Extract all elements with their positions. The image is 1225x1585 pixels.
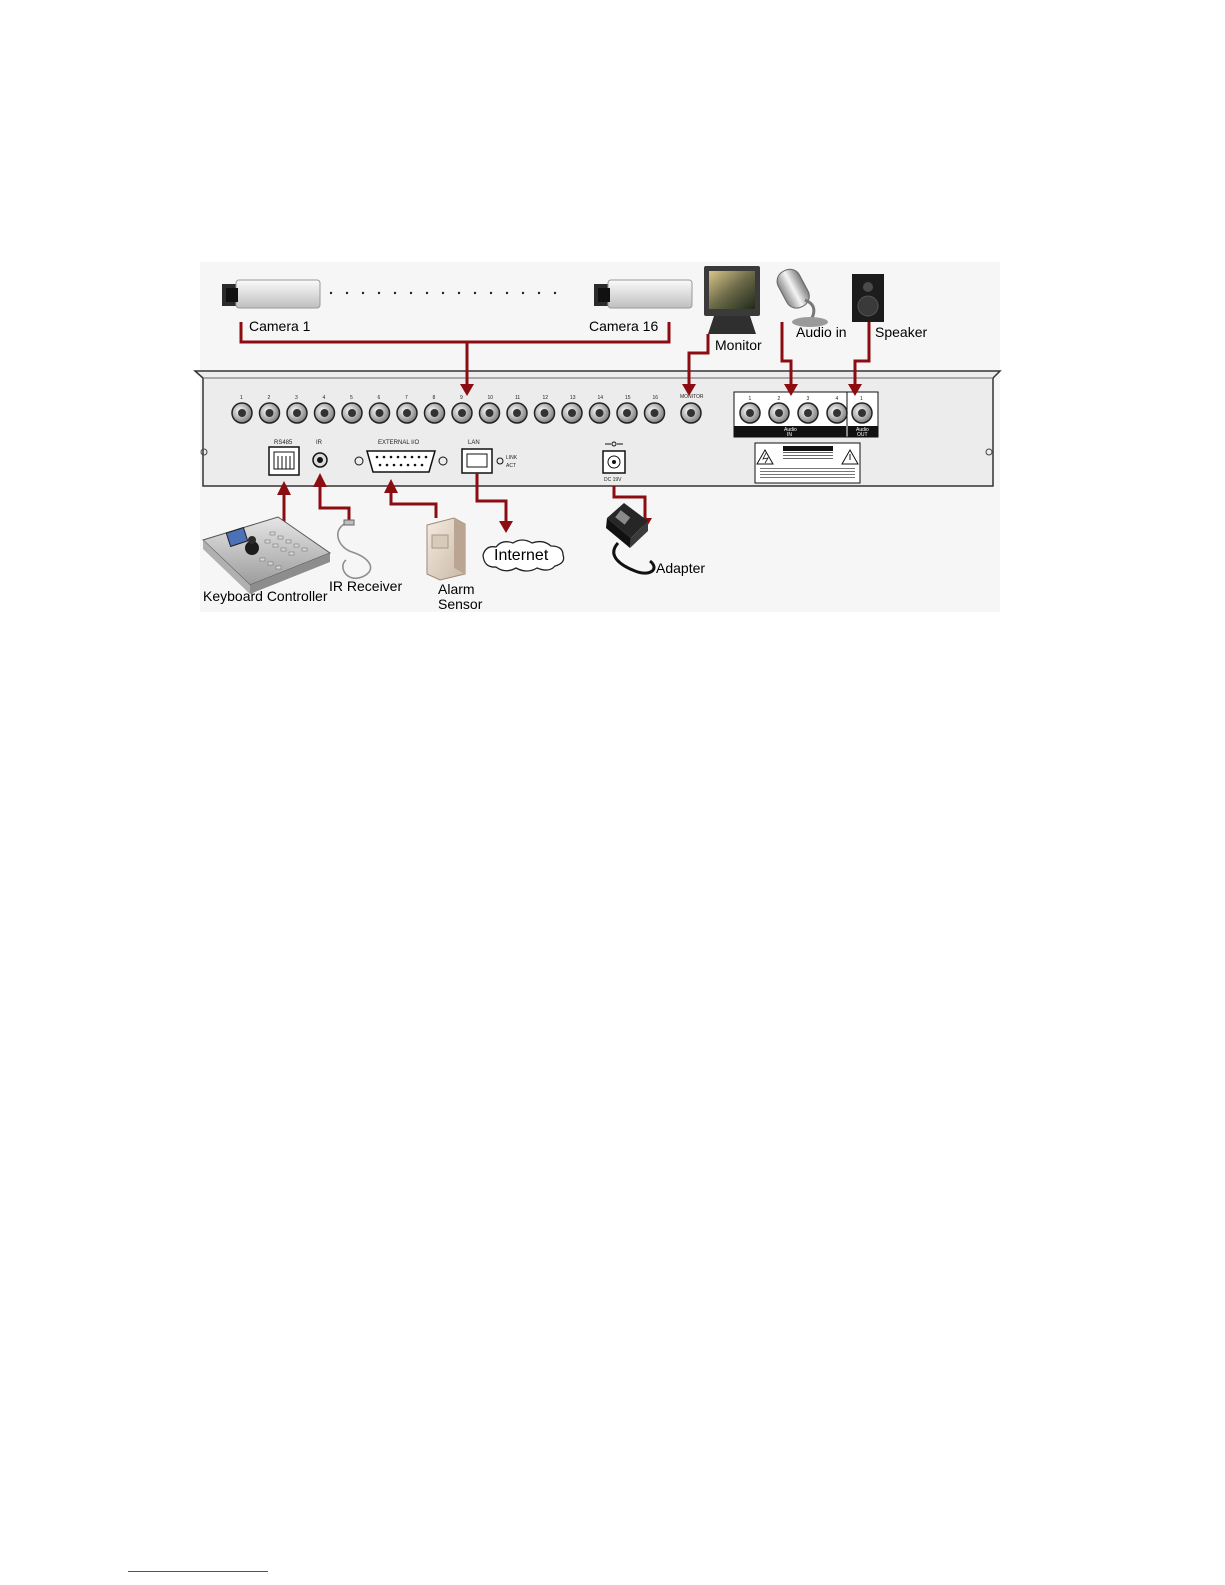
alarm-sensor-icon	[427, 518, 465, 580]
keyboard-controller-label: Keyboard Controller	[203, 588, 328, 604]
camera-1-icon	[222, 280, 320, 308]
audio-out-label-2: OUT	[857, 432, 868, 438]
internet-label: Internet	[494, 547, 549, 564]
camera-16-label: Camera 16	[589, 318, 658, 334]
audio-input-port	[827, 403, 847, 423]
monitor-port-label: MONITOR	[680, 394, 704, 400]
audio-in-label: Audio in	[796, 324, 847, 340]
video-input-number: 8	[433, 395, 436, 401]
video-input-number: 3	[295, 395, 298, 401]
lan-label: LAN	[468, 440, 480, 446]
video-input-port	[590, 403, 610, 423]
ir-port-label: IR	[316, 440, 323, 446]
lan-act-label: ACT	[506, 463, 516, 469]
adapter-label: Adapter	[656, 560, 705, 576]
video-input-number: 6	[378, 395, 381, 401]
video-input-port	[562, 403, 582, 423]
monitor-output-port	[681, 403, 701, 423]
rs485-label: RS485	[274, 440, 293, 446]
dc-power-jack	[603, 451, 625, 473]
audio-input-port	[798, 403, 818, 423]
warning-label	[755, 443, 860, 483]
video-input-port	[617, 403, 637, 423]
video-input-number: 9	[460, 395, 463, 401]
video-input-number: 10	[488, 395, 494, 401]
audio-input-number: 1	[749, 396, 752, 402]
speaker-icon	[852, 274, 884, 322]
audio-input-port	[769, 403, 789, 423]
ir-jack	[313, 453, 327, 467]
audio-input-number: 2	[778, 396, 781, 402]
monitor-icon	[704, 266, 760, 334]
video-input-number: 1	[240, 395, 243, 401]
video-input-port	[260, 403, 280, 423]
video-input-port	[232, 403, 252, 423]
video-input-port	[507, 403, 527, 423]
speaker-label: Speaker	[875, 324, 927, 340]
video-input-number: 7	[405, 395, 408, 401]
dvr-rear-panel	[195, 371, 1000, 486]
video-input-number: 13	[570, 395, 576, 401]
video-input-port	[397, 403, 417, 423]
monitor-label: Monitor	[715, 337, 762, 353]
audio-input-port	[740, 403, 760, 423]
dc-voltage-label: DC 19V	[604, 477, 622, 483]
video-input-number: 5	[350, 395, 353, 401]
camera-16-icon	[594, 280, 692, 308]
video-input-number: 4	[323, 395, 326, 401]
video-input-number: 2	[268, 395, 271, 401]
alarm-label-line1: Alarm	[438, 581, 475, 597]
rs485-port	[269, 447, 299, 475]
video-input-port	[452, 403, 472, 423]
lan-link-label: LINK	[506, 455, 518, 461]
footer-link-underline	[128, 1571, 268, 1572]
video-input-port	[535, 403, 555, 423]
video-input-port	[645, 403, 665, 423]
video-input-port	[342, 403, 362, 423]
video-input-port	[287, 403, 307, 423]
video-input-port	[370, 403, 390, 423]
camera-1-label: Camera 1	[249, 318, 311, 334]
audio-output-port	[852, 403, 872, 423]
audio-in-label-2: IN	[787, 432, 792, 438]
video-input-number: 11	[515, 395, 520, 401]
ir-receiver-label: IR Receiver	[329, 578, 402, 594]
video-input-number: 16	[653, 395, 659, 401]
alarm-label-line2: Sensor	[438, 596, 483, 612]
external-io-label: EXTERNAL I/O	[378, 440, 419, 446]
audio-input-number: 4	[836, 396, 839, 402]
audio-out-number: 1	[860, 396, 863, 402]
video-input-port	[425, 403, 445, 423]
video-input-port	[480, 403, 500, 423]
camera-series-dots	[330, 292, 556, 294]
video-input-number: 15	[625, 395, 631, 401]
video-input-number: 14	[598, 395, 604, 401]
audio-input-number: 3	[807, 396, 810, 402]
video-input-port	[315, 403, 335, 423]
video-input-number: 12	[543, 395, 549, 401]
